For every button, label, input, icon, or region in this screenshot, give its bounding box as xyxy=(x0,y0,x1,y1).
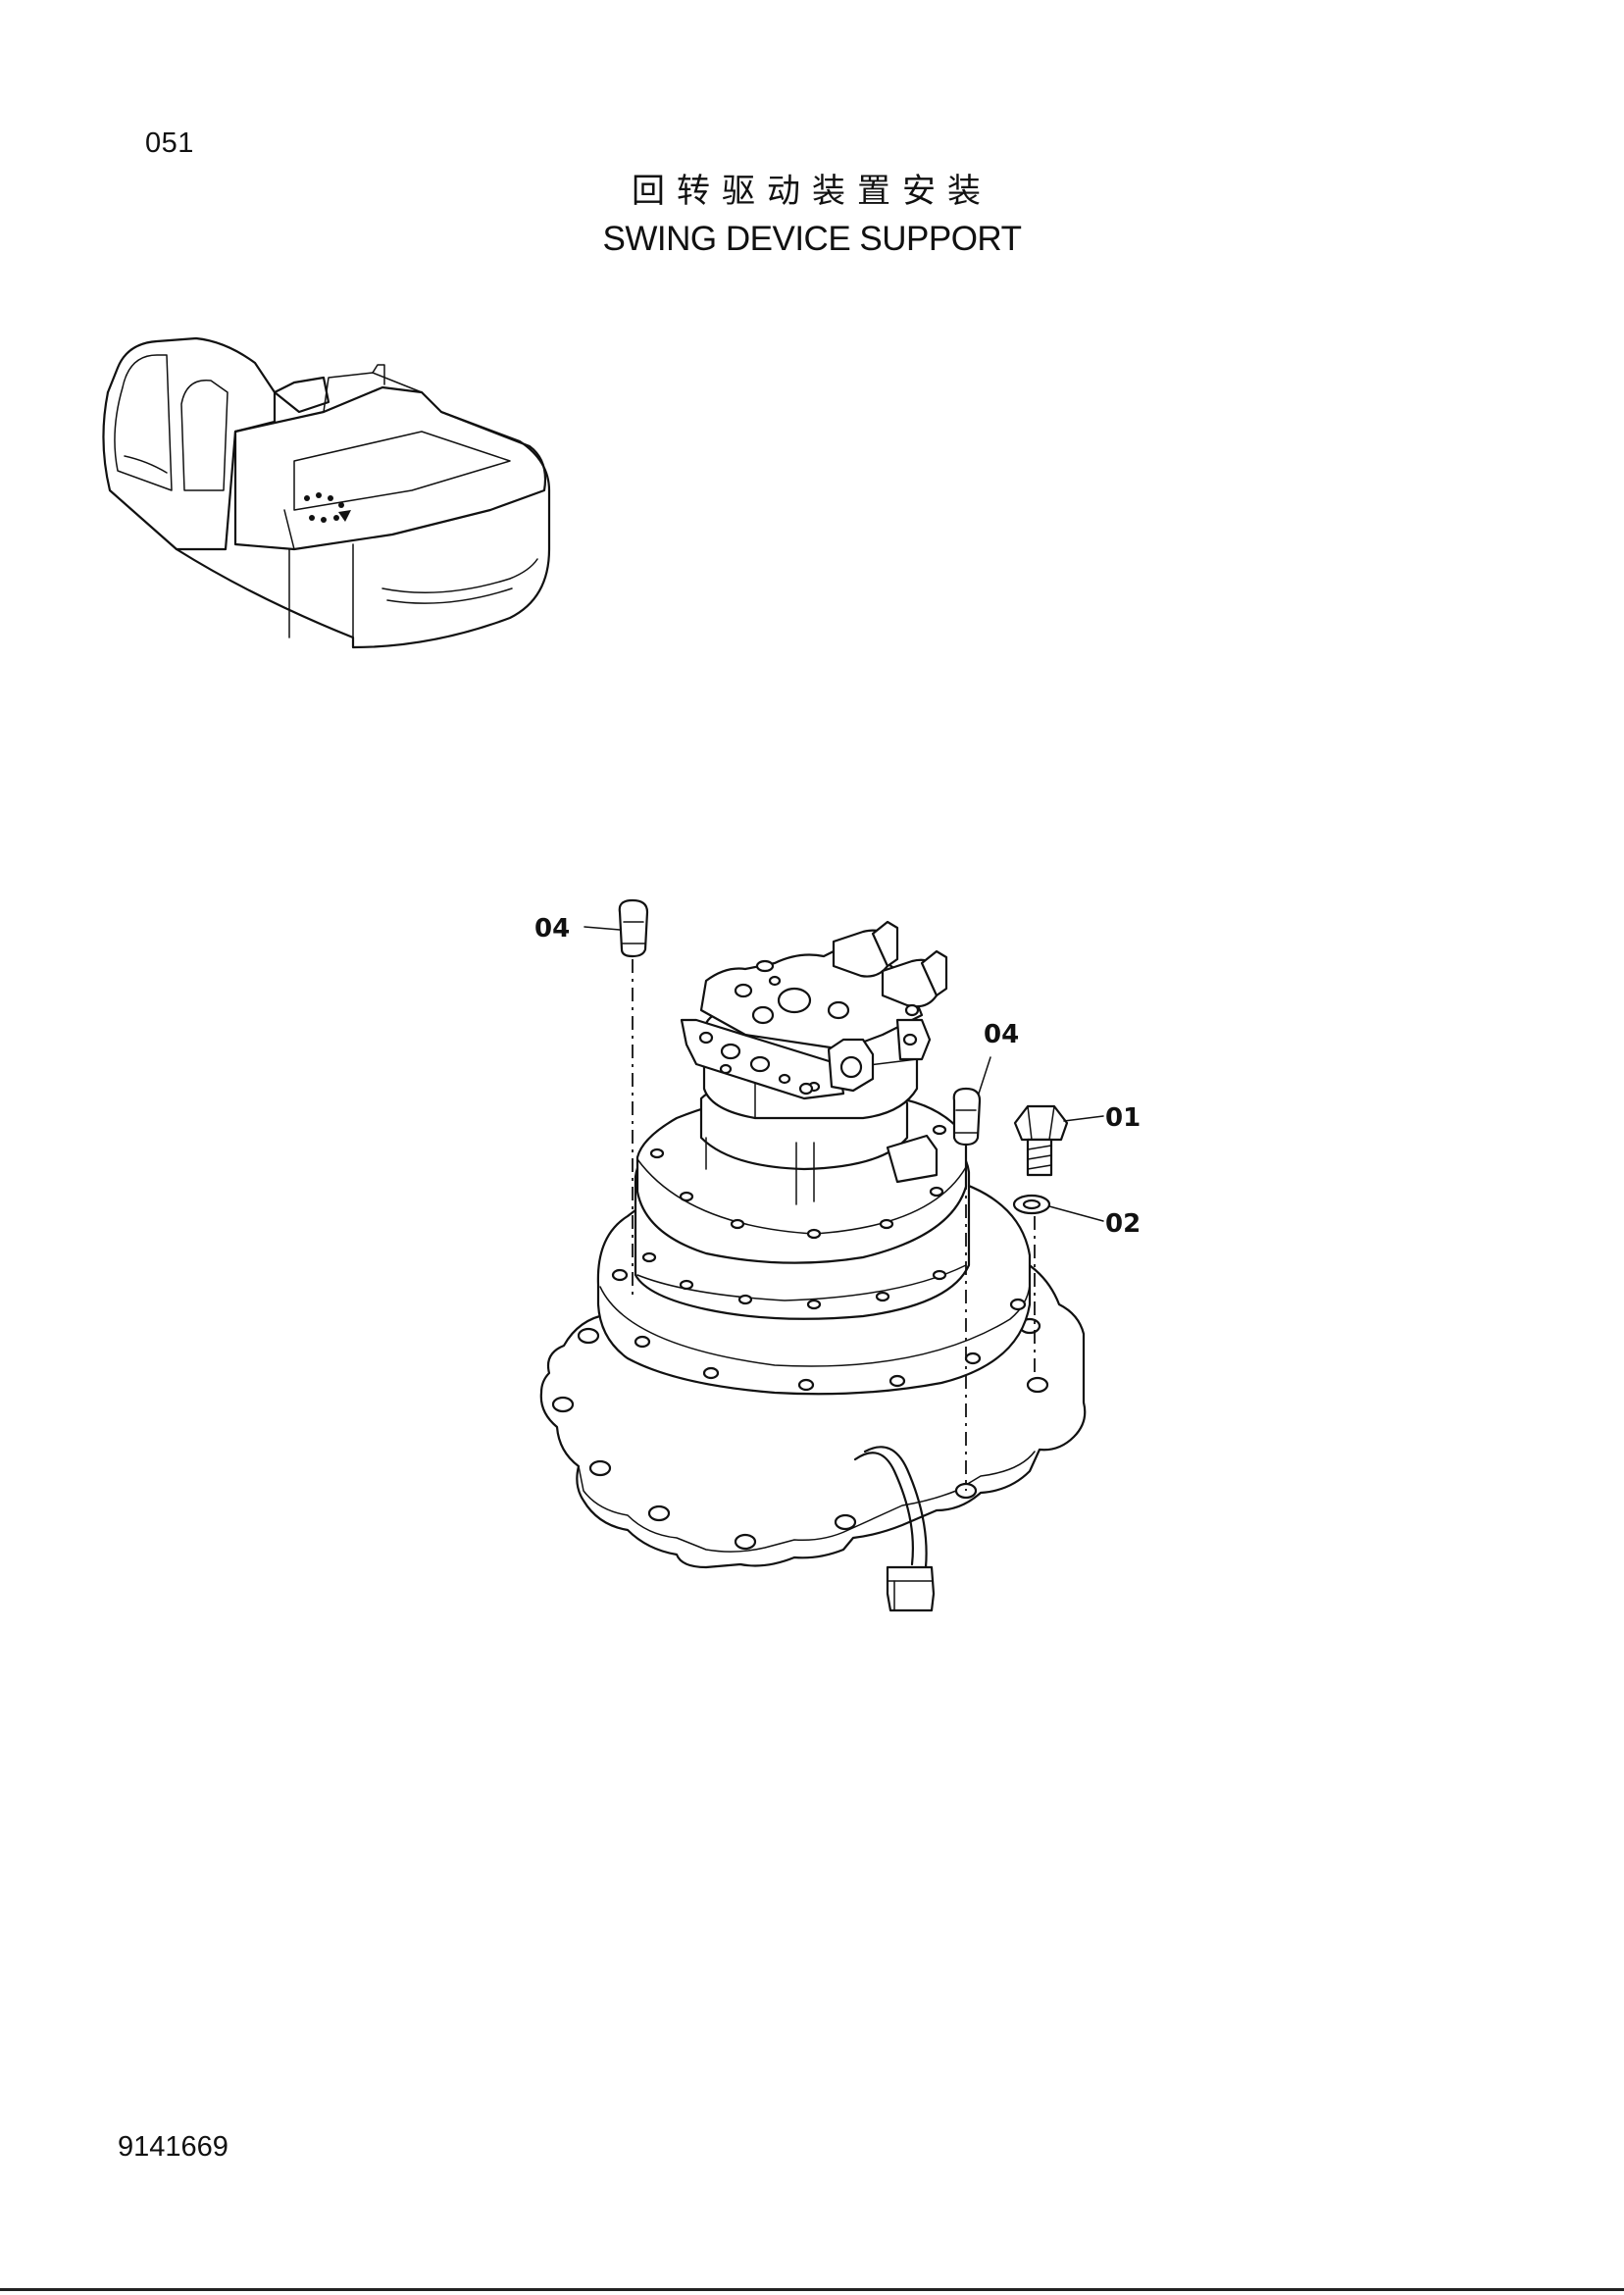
page-number: 051 xyxy=(145,128,194,159)
part-02-washer xyxy=(1012,1194,1104,1373)
footer-rule xyxy=(0,2288,1624,2291)
gear-case-lower-bolts xyxy=(611,1268,1027,1392)
part-04-pin-right xyxy=(952,1056,991,1491)
part-01-bolt xyxy=(1013,1104,1104,1177)
swing-device-drawing: 04 04 01 02 xyxy=(534,898,1141,1612)
part-04-pin-left xyxy=(584,898,649,1295)
callout-04-right: 04 xyxy=(984,1020,1019,1049)
relief-valves xyxy=(832,920,948,1008)
callout-02: 02 xyxy=(1105,1209,1141,1239)
upper-housing-bolts xyxy=(649,1124,947,1240)
location-marker xyxy=(304,492,351,523)
title-english: SWING DEVICE SUPPORT xyxy=(602,220,1022,258)
hose-fitting xyxy=(886,1565,936,1612)
title-chinese: 回转驱动装置安装 xyxy=(632,172,992,211)
drain-hose xyxy=(853,1452,914,1566)
flange-bolt-holes xyxy=(551,1317,1049,1551)
document-number: 9141669 xyxy=(118,2131,228,2163)
gear-case-middle-bolts xyxy=(641,1251,947,1310)
excavator-locator-illustration xyxy=(102,336,551,649)
callout-01: 01 xyxy=(1105,1103,1141,1133)
title-block: 回转驱动装置安装 SWING DEVICE SUPPORT xyxy=(0,169,1624,263)
callout-04-left: 04 xyxy=(534,914,570,944)
